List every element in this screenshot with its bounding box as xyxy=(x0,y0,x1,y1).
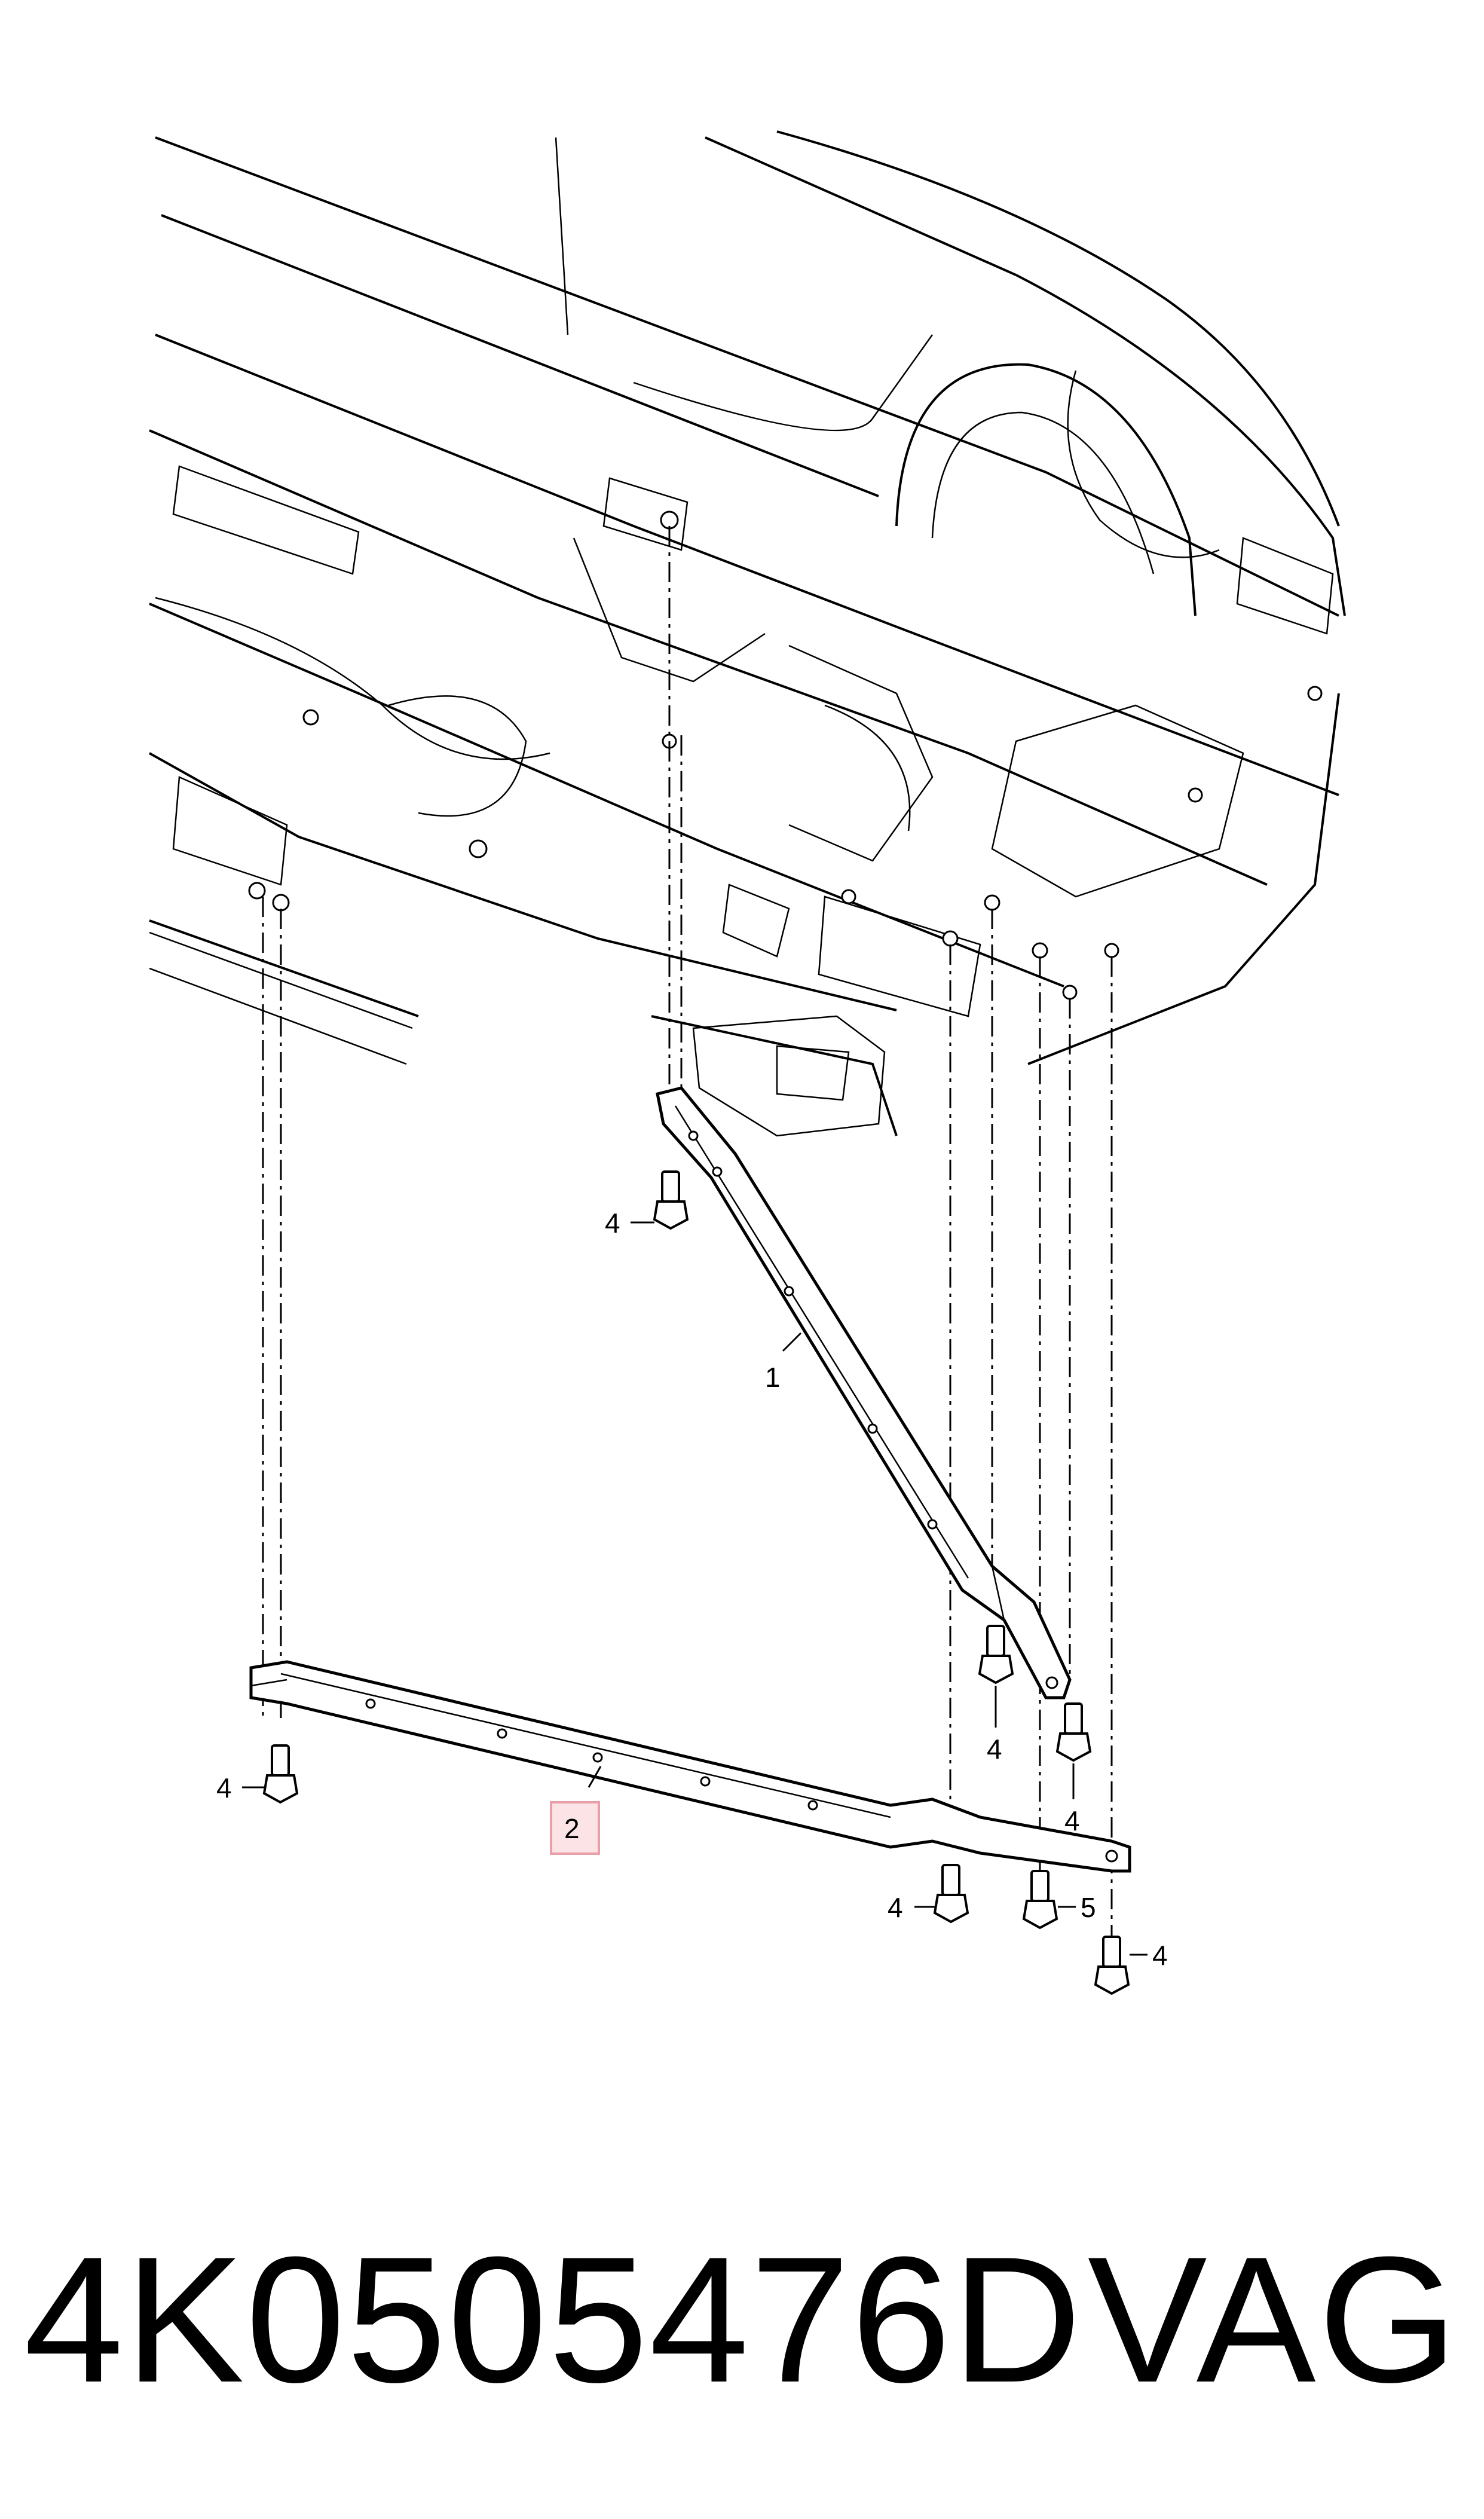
callout-bolt-cross-a: 4 xyxy=(888,1892,903,1923)
bolt-left xyxy=(262,1744,299,1804)
callout-strut-diagonal: 1 xyxy=(765,1362,781,1393)
strut-diagonal[interactable] xyxy=(656,1086,1072,1699)
strut-cross[interactable] xyxy=(249,1660,1131,1873)
callout-strut-cross: 2 xyxy=(564,1813,580,1844)
callout-bolt-diag-a: 4 xyxy=(987,1734,1002,1765)
callout-leaders xyxy=(242,1221,1148,1956)
footer: 4K0505476D VAG xyxy=(0,2212,1484,2427)
bolt-upper xyxy=(653,1170,689,1230)
bolts xyxy=(262,1170,1130,1995)
callout-labels: 4 1 4 2 4 4 4 5 4 xyxy=(216,1207,1168,1971)
bolt-cross-a xyxy=(933,1864,969,1924)
callout-bolt-diag-b: 4 xyxy=(1064,1805,1080,1836)
callout-bolt-upper: 4 xyxy=(605,1207,620,1239)
part-number: 4K0505476D xyxy=(24,2219,1083,2420)
vehicle-underbody xyxy=(149,130,1346,1137)
callout-strut-cross-highlight xyxy=(550,1801,600,1855)
bolt-cross-b xyxy=(1094,1936,1130,1995)
callout-bolt-left: 4 xyxy=(216,1772,232,1803)
bolt-cross-special xyxy=(1022,1870,1058,1930)
bolt-diag-lower-b xyxy=(1055,1702,1092,1762)
bolt-diag-lower-a xyxy=(978,1625,1014,1685)
brand-label: VAG xyxy=(1087,2219,1460,2420)
assembly-lines xyxy=(262,526,1113,1937)
callout-bolt-special: 5 xyxy=(1081,1892,1096,1923)
callout-bolt-cross-b: 4 xyxy=(1152,1940,1168,1971)
